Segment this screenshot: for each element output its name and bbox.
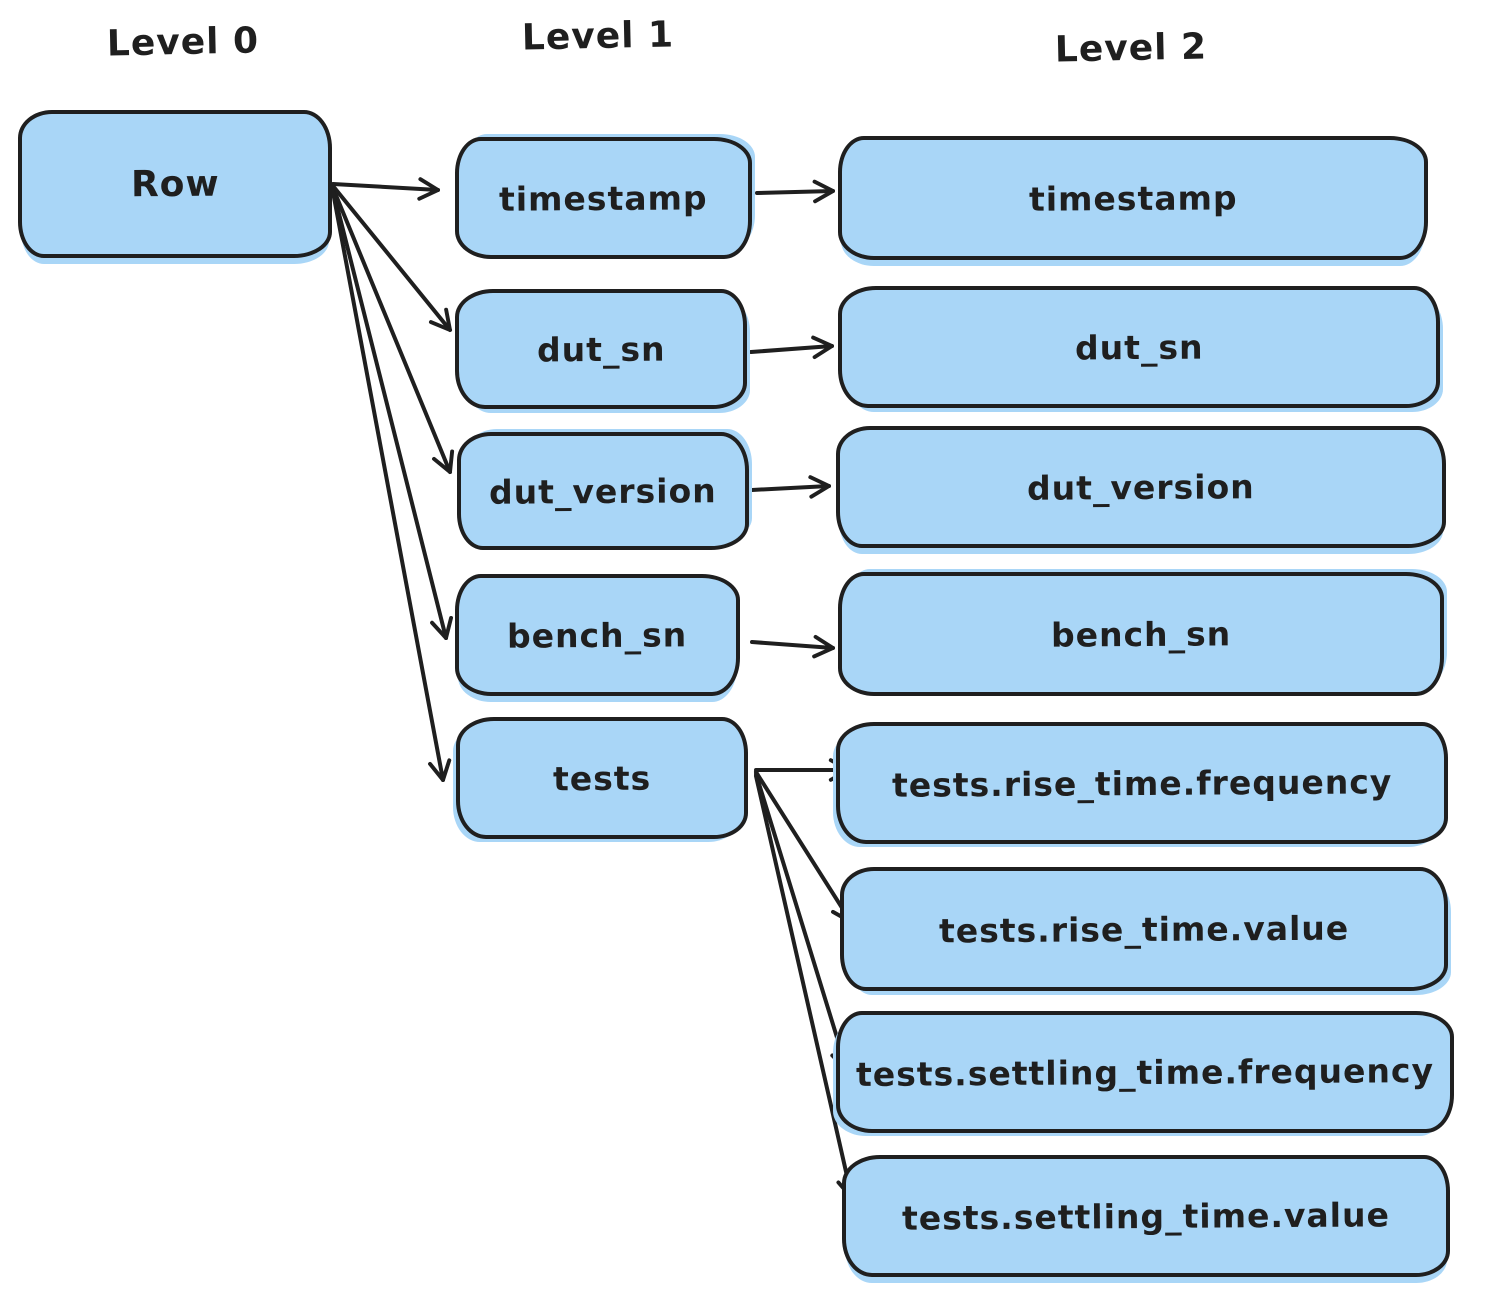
node-l1-dut_version: dut_version: [457, 432, 749, 550]
arrow-bench_sn-bench_sn: [750, 634, 835, 659]
arrow-row-dut_version: [331, 186, 455, 474]
arrow-tests-settling_value: [754, 774, 860, 1200]
node-l2-timestamp: timestamp: [838, 136, 1428, 260]
node-l1-dut_sn: dut_sn: [455, 289, 747, 409]
arrow-dut_sn-dut_sn: [749, 335, 834, 360]
node-l1-dut_version-label: dut_version: [489, 470, 717, 512]
node-l2-tests-rise-time-value: tests.rise_time.value: [840, 867, 1448, 991]
node-l2-dut_version: dut_version: [836, 426, 1446, 548]
arrow-row-bench_sn: [331, 188, 454, 640]
node-l2-timestamp-label: timestamp: [1028, 177, 1238, 219]
column-header-level2: Level 2: [1054, 26, 1208, 71]
node-row: Row: [18, 110, 332, 258]
node-l2-tests-settling-time-frequency: tests.settling_time.frequency: [836, 1011, 1454, 1133]
node-l2-dut_version-label: dut_version: [1027, 466, 1255, 508]
arrow-row-dut_sn: [331, 184, 452, 332]
node-l2-tests-rise-time-value-label: tests.rise_time.value: [938, 908, 1350, 950]
arrow-row-tests: [331, 190, 452, 782]
node-l1-timestamp-label: timestamp: [499, 177, 708, 219]
node-l1-tests-label: tests: [552, 758, 652, 798]
node-l1-dut_sn-label: dut_sn: [536, 329, 666, 369]
node-l1-tests: tests: [456, 717, 748, 839]
node-l2-tests-settling-time-value-label: tests.settling_time.value: [901, 1194, 1391, 1238]
node-l2-tests-settling-time-frequency-label: tests.settling_time.frequency: [855, 1050, 1435, 1094]
column-header-level1: Level 1: [521, 14, 675, 59]
arrow-timestamp-timestamp: [755, 179, 835, 204]
node-l1-bench_sn-label: bench_sn: [507, 614, 688, 656]
arrow-dut_version-dut_version: [750, 475, 831, 499]
node-l2-dut_sn: dut_sn: [838, 286, 1440, 408]
node-row-label: Row: [130, 163, 220, 205]
arrow-row-timestamp: [331, 177, 440, 201]
node-l2-dut_sn-label: dut_sn: [1074, 327, 1204, 367]
node-l2-bench_sn: bench_sn: [838, 572, 1444, 696]
arrow-tests-settling_frequency: [754, 772, 853, 1072]
node-l1-bench_sn: bench_sn: [455, 574, 740, 696]
node-l1-timestamp: timestamp: [455, 137, 752, 259]
node-l2-tests-rise-time-frequency: tests.rise_time.frequency: [836, 722, 1448, 844]
node-l2-bench_sn-label: bench_sn: [1050, 613, 1232, 655]
node-l2-tests-settling-time-value: tests.settling_time.value: [842, 1155, 1450, 1277]
column-header-level0: Level 0: [106, 20, 260, 65]
node-l2-tests-rise-time-frequency-label: tests.rise_time.frequency: [891, 761, 1393, 805]
